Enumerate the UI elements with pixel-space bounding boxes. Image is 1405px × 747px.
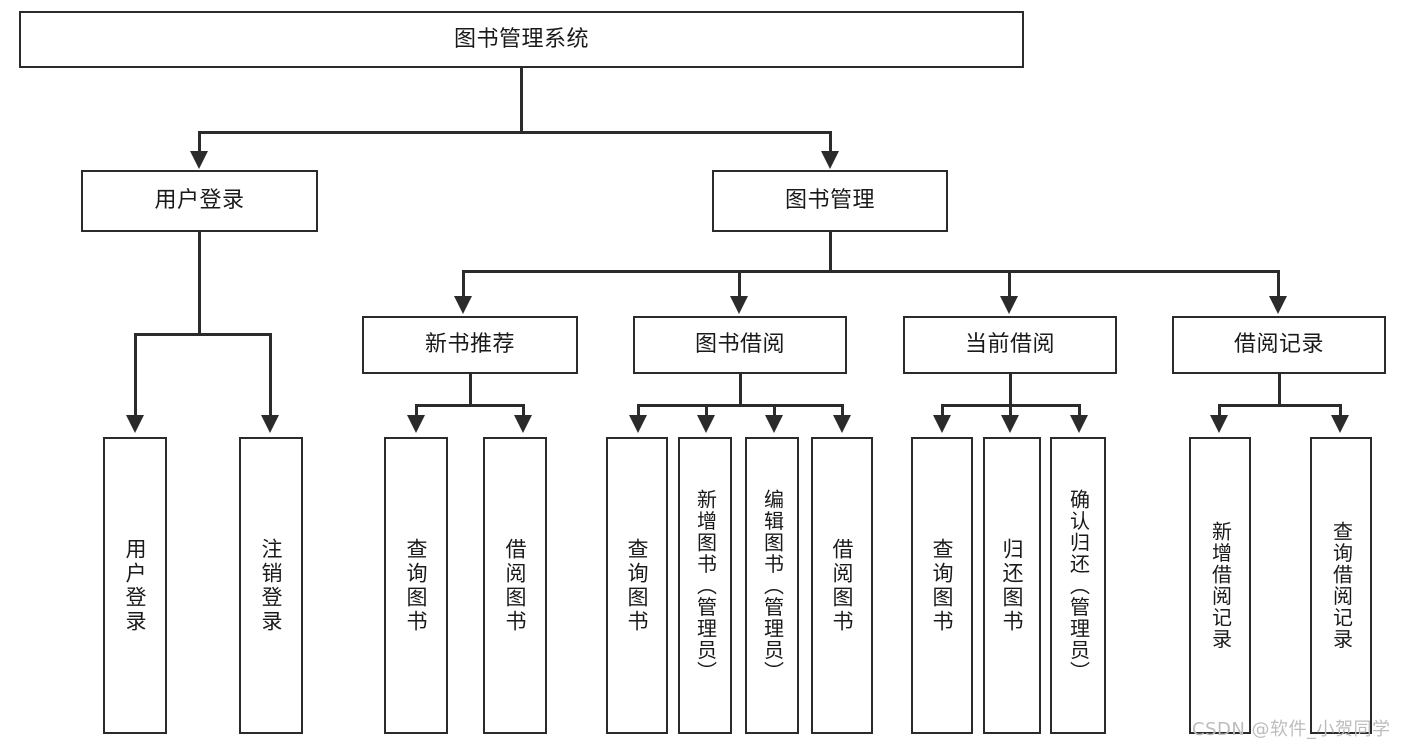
node-label: 查询借阅记录 <box>1329 521 1354 650</box>
connector-new-book-recommend-stem <box>469 374 472 406</box>
node-borrow-record[interactable]: 借阅记录 <box>1172 316 1386 374</box>
node-label: 用户登录 <box>123 537 148 634</box>
connector-user-login-bus <box>134 333 272 336</box>
connector-book-borrow-bus <box>637 404 844 407</box>
node-label: 图书管理系统 <box>453 26 589 52</box>
arrowhead-cb-return-book <box>1001 415 1019 433</box>
arrowhead-bb-add-book <box>697 415 715 433</box>
node-label: 新书推荐 <box>424 332 515 358</box>
connector-new-book-recommend-bus <box>415 404 525 407</box>
node-label: 当前借阅 <box>964 332 1055 358</box>
node-label: 注销登录 <box>259 537 284 634</box>
arrowhead-bb-edit-book <box>765 415 783 433</box>
node-label: 确认归还（管理员） <box>1066 488 1091 683</box>
leaf-cb-query-book[interactable]: 查询图书 <box>911 437 973 734</box>
leaf-user-login[interactable]: 用户登录 <box>103 437 167 734</box>
connector-cb-drop-2 <box>1009 404 1012 417</box>
node-label: 图书借阅 <box>694 332 785 358</box>
connector-bb-drop-3 <box>773 404 776 417</box>
connector-user-login-stem <box>198 232 201 335</box>
node-label: 编辑图书（管理员） <box>760 488 785 683</box>
connector-book-borrow-stem <box>739 374 742 406</box>
leaf-cb-confirm-return[interactable]: 确认归还（管理员） <box>1050 437 1106 734</box>
arrowhead-user-login <box>190 151 208 169</box>
arrowhead-new-book-recommend <box>454 296 472 314</box>
node-label: 图书管理 <box>784 188 875 214</box>
node-label: 查询图书 <box>930 537 955 634</box>
connector-nbr-drop-1 <box>415 404 418 417</box>
arrowhead-current-borrow <box>1000 296 1018 314</box>
arrowhead-book-management <box>821 151 839 169</box>
arrowhead-leaf-logout <box>261 415 279 433</box>
node-label: 用户登录 <box>154 188 245 214</box>
arrowhead-book-borrow <box>730 296 748 314</box>
connector-current-borrow-stem <box>1009 374 1012 406</box>
leaf-nbr-borrow-book[interactable]: 借阅图书 <box>483 437 547 734</box>
arrowhead-borrow-record <box>1269 296 1287 314</box>
node-book-management[interactable]: 图书管理 <box>712 170 948 232</box>
arrowhead-bb-query-book <box>629 415 647 433</box>
connector-nbr-drop-2 <box>522 404 525 417</box>
node-label: 借阅图书 <box>503 537 528 634</box>
node-label: 借阅图书 <box>830 537 855 634</box>
connector-br-drop-1 <box>1218 404 1221 417</box>
arrowhead-nbr-query-book <box>407 415 425 433</box>
leaf-bb-edit-book[interactable]: 编辑图书（管理员） <box>745 437 799 734</box>
arrowhead-br-query-record <box>1331 415 1349 433</box>
watermark-credit: CSDN @软件_小贺同学 <box>1192 719 1391 740</box>
connector-borrow-record-bus <box>1218 404 1342 407</box>
node-label: 借阅记录 <box>1233 332 1324 358</box>
connector-level3-bus <box>462 270 1280 273</box>
connector-level3-drop-2 <box>738 270 741 298</box>
connector-level3-drop-3 <box>1008 270 1011 298</box>
node-label: 新增借阅记录 <box>1208 521 1233 650</box>
connector-cb-drop-1 <box>941 404 944 417</box>
connector-level2-bus <box>198 131 832 134</box>
node-label: 归还图书 <box>1000 537 1025 634</box>
connector-bb-drop-4 <box>841 404 844 417</box>
connector-cb-drop-3 <box>1078 404 1081 417</box>
connector-br-drop-2 <box>1339 404 1342 417</box>
node-current-borrow[interactable]: 当前借阅 <box>903 316 1117 374</box>
connector-level3-drop-1 <box>462 270 465 298</box>
connector-borrow-record-stem <box>1278 374 1281 406</box>
node-label: 查询图书 <box>404 537 429 634</box>
arrowhead-cb-confirm-return <box>1070 415 1088 433</box>
node-new-book-recommend[interactable]: 新书推荐 <box>362 316 578 374</box>
leaf-bb-borrow-book[interactable]: 借阅图书 <box>811 437 873 734</box>
connector-level2-drop-left <box>198 131 201 153</box>
connector-level3-drop-4 <box>1277 270 1280 298</box>
arrowhead-cb-query-book <box>933 415 951 433</box>
leaf-br-add-record[interactable]: 新增借阅记录 <box>1189 437 1251 734</box>
leaf-nbr-query-book[interactable]: 查询图书 <box>384 437 448 734</box>
leaf-br-query-record[interactable]: 查询借阅记录 <box>1310 437 1372 734</box>
node-label: 新增图书（管理员） <box>693 488 718 683</box>
leaf-logout[interactable]: 注销登录 <box>239 437 303 734</box>
arrowhead-nbr-borrow-book <box>514 415 532 433</box>
connector-bb-drop-1 <box>637 404 640 417</box>
arrowhead-leaf-user-login <box>126 415 144 433</box>
leaf-bb-add-book[interactable]: 新增图书（管理员） <box>678 437 732 734</box>
arrowhead-br-add-record <box>1210 415 1228 433</box>
node-user-login[interactable]: 用户登录 <box>81 170 318 232</box>
node-root-book-management-system[interactable]: 图书管理系统 <box>19 11 1024 68</box>
connector-user-login-drop-right <box>269 333 272 417</box>
node-book-borrow[interactable]: 图书借阅 <box>633 316 847 374</box>
connector-level2-drop-right <box>829 131 832 153</box>
arrowhead-bb-borrow-book <box>833 415 851 433</box>
connector-root-stem <box>520 68 523 133</box>
connector-user-login-drop-left <box>134 333 137 417</box>
connector-book-management-stem <box>829 232 832 272</box>
leaf-cb-return-book[interactable]: 归还图书 <box>983 437 1041 734</box>
node-label: 查询图书 <box>625 537 650 634</box>
leaf-bb-query-book[interactable]: 查询图书 <box>606 437 668 734</box>
connector-bb-drop-2 <box>705 404 708 417</box>
